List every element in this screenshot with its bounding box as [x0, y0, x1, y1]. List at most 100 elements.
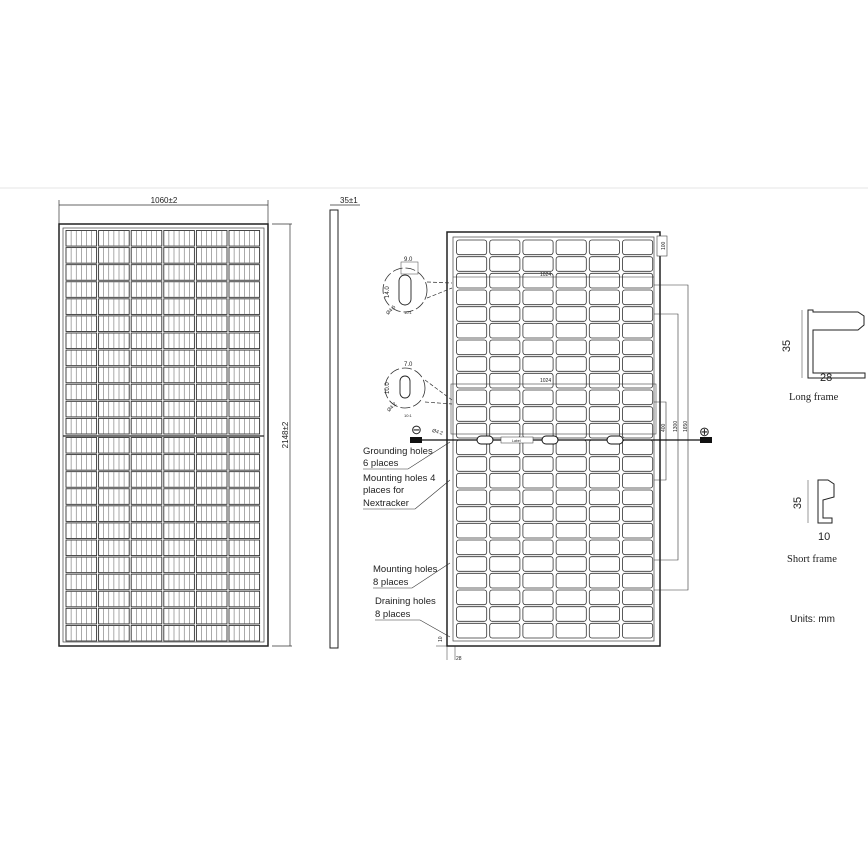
solar-cell [163, 400, 195, 418]
dimension-text: Mounting holes 4 [363, 473, 435, 484]
height-dim-label: 2148±2 [281, 421, 290, 448]
solar-cell [195, 264, 228, 281]
solar-cell [130, 400, 163, 418]
rear-frame [446, 231, 661, 647]
rear-cell [456, 622, 488, 639]
solar-cell [163, 556, 195, 574]
solar-cell [163, 332, 195, 350]
solar-cell [195, 624, 228, 642]
thickness-label: 35±1 [340, 196, 358, 205]
rear-cell [456, 306, 488, 322]
solar-cell [65, 264, 98, 281]
rear-cell [555, 389, 587, 406]
solar-cell [130, 556, 163, 574]
rear-cell [622, 272, 654, 289]
solar-cell [163, 488, 195, 505]
rear-cell [622, 522, 654, 539]
solar-cell [130, 298, 163, 315]
solar-cell [98, 573, 130, 591]
rear-cell [522, 539, 554, 556]
solar-cell [98, 332, 130, 350]
solar-cell [98, 247, 130, 264]
rear-cell [456, 572, 488, 589]
rear-cell [456, 239, 488, 256]
solar-cell [98, 488, 130, 505]
rear-cell [489, 489, 521, 506]
rear-cell [588, 606, 620, 622]
dimension-text: Ø4.5 [385, 304, 397, 316]
rear-cell [522, 489, 554, 506]
solar-cell [195, 230, 228, 247]
solar-cell [130, 332, 163, 350]
solar-cell [65, 522, 98, 539]
label-plate-text: Label [512, 439, 521, 443]
solar-cell [228, 607, 261, 625]
rear-cell-grid [456, 239, 654, 639]
solar-cell [98, 607, 130, 625]
solar-cell [163, 539, 195, 557]
rear-cell [622, 456, 654, 472]
solar-cell [65, 556, 98, 574]
dimension-text: 35 [781, 340, 793, 352]
label-plate [500, 436, 534, 444]
rear-cell [489, 422, 521, 439]
solar-cell [130, 383, 163, 401]
rear-cell [555, 256, 587, 272]
rear-cell [456, 506, 488, 522]
rear-cell [489, 589, 521, 606]
dimension-text: 35 [792, 497, 804, 509]
rear-cell [489, 339, 521, 356]
rear-view: 1024 1024 100 400 1300 1650 ⊖ ⊕ Label Ø4… [363, 231, 712, 662]
solar-cell [98, 281, 130, 298]
solar-cell [98, 264, 130, 281]
solar-cell [65, 366, 98, 384]
front-view: 1060±2 2148±2 [58, 196, 292, 647]
rear-cell [489, 289, 521, 306]
rear-cell [522, 389, 554, 406]
dimension-text: places for [363, 485, 404, 496]
rear-cell [555, 306, 587, 322]
rear-cell [555, 356, 587, 372]
rear-cell [555, 439, 587, 456]
rear-cell [622, 489, 654, 506]
solar-cell [163, 607, 195, 625]
dimension-text: 10.0 [385, 382, 391, 394]
rear-cell [588, 489, 620, 506]
dimension-text: 28 [820, 372, 832, 384]
rear-cell [622, 356, 654, 372]
rear-cell [588, 422, 620, 439]
solar-cell [163, 522, 195, 539]
rear-cell [588, 472, 620, 489]
rear-cell [489, 472, 521, 489]
rear-cell [522, 289, 554, 306]
rear-cell [588, 389, 620, 406]
solar-cell [195, 400, 228, 418]
width-dim-label: 1060±2 [151, 196, 178, 205]
solar-cell [228, 505, 261, 522]
solar-cell [195, 383, 228, 401]
rear-cell [489, 406, 521, 422]
solar-cell [163, 281, 195, 298]
solar-cell [65, 607, 98, 625]
rear-cell [588, 589, 620, 606]
dim-1650: 1650 [683, 421, 689, 432]
rear-cell [456, 539, 488, 556]
solar-cell [195, 505, 228, 522]
rear-cell [522, 239, 554, 256]
callout-draining-holes: Draining holes 8 places [375, 596, 451, 638]
solar-cell [65, 471, 98, 488]
solar-cell [130, 247, 163, 264]
solar-cell [98, 454, 130, 471]
front-cell-grid [63, 230, 264, 642]
rear-cell [456, 256, 488, 272]
solar-cell [98, 417, 130, 435]
rear-cell [456, 422, 488, 439]
rear-cell [489, 556, 521, 572]
rear-cell [489, 522, 521, 539]
solar-cell [65, 298, 98, 315]
junction-box [606, 435, 624, 445]
positive-connector [700, 437, 712, 443]
solar-cell [195, 607, 228, 625]
rear-cell [555, 289, 587, 306]
